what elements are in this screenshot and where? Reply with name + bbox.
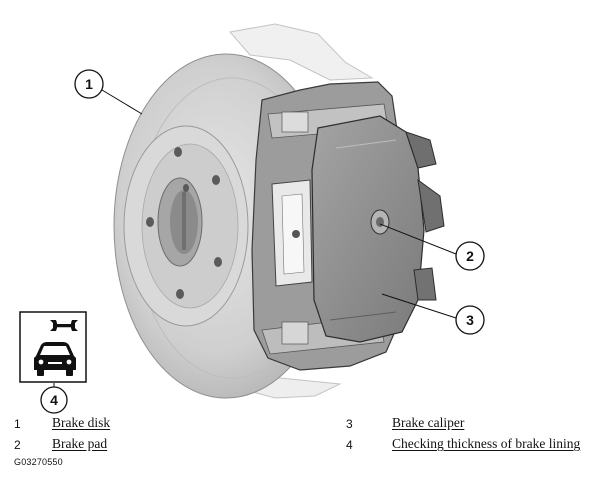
legend-number-3: 3: [346, 417, 353, 431]
callout-number: 3: [466, 312, 474, 328]
legend-number-1: 1: [14, 417, 21, 431]
callout-number: 2: [466, 248, 474, 264]
brake-caliper: [311, 115, 445, 343]
callout-1: 1: [74, 69, 104, 99]
callout-4: 4: [40, 383, 68, 414]
callout-number: 1: [85, 76, 93, 92]
callout-number: 4: [50, 392, 58, 408]
legend-link-checking-lining[interactable]: Checking thickness of brake lining: [392, 436, 581, 451]
wrench-icon: [50, 320, 78, 331]
brake-pad: [271, 179, 313, 287]
leader-lines: [101, 89, 457, 319]
service-symbol: [19, 311, 87, 383]
car-icon: [34, 342, 76, 376]
legend-number-4: 4: [346, 438, 353, 452]
legend-link-brake-pad[interactable]: Brake pad: [52, 436, 108, 451]
callout-3: 3: [455, 305, 485, 335]
legend-link-brake-caliper[interactable]: Brake caliper: [392, 415, 465, 430]
figure-code: G03270550: [14, 457, 63, 467]
bolt-holes: [146, 147, 222, 299]
brake-assembly-illustration: 1 2 3 4: [19, 23, 485, 414]
legend-link-brake-disk[interactable]: Brake disk: [52, 415, 111, 430]
legend-number-2: 2: [14, 438, 21, 452]
callout-2: 2: [455, 241, 485, 271]
